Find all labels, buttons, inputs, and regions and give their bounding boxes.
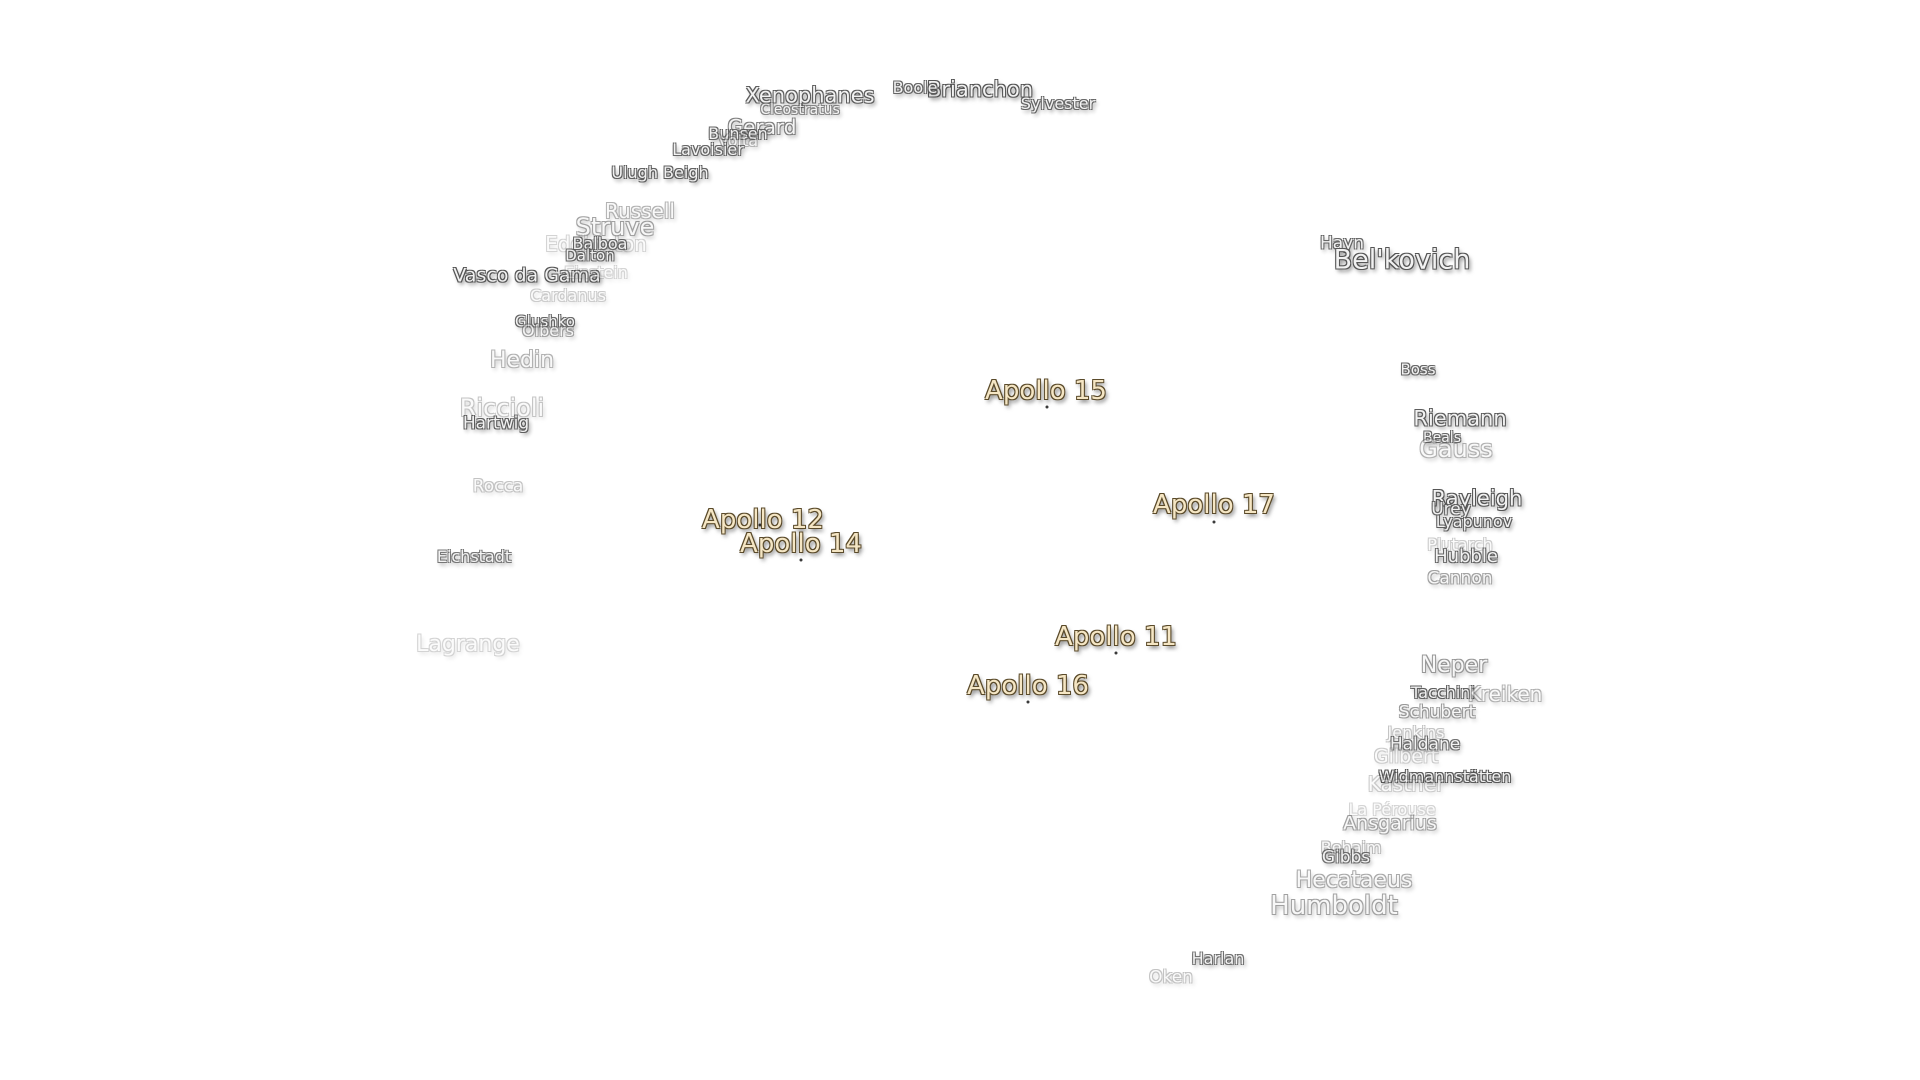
crater-label-la-perouse: La Pérouse [1348,800,1436,819]
crater-label-haldane: Haldane [1389,734,1461,755]
crater-label-rocca: Rocca [472,476,524,497]
crater-label-einstein: Einstein [564,263,628,282]
crater-label-neper: Neper [1420,653,1488,678]
apollo-14-label[interactable]: Apollo 14 [740,529,862,559]
crater-label-vasco-da-gama: Vasco da Gama [453,264,601,287]
crater-label-jenkins: Jenkins [1387,723,1445,742]
crater-label-hartwig: Hartwig [462,413,530,434]
crater-label-xenophanes: Xenophanes [745,83,875,108]
crater-label-brianchon: Brianchon [926,77,1034,102]
crater-label-hubble: Hubble [1434,546,1498,567]
crater-label-hayn: Hayn [1319,233,1365,254]
crater-label-boole: Boole [892,78,938,97]
apollo-15-site-marker[interactable] [1045,405,1049,409]
apollo-11-site-marker[interactable] [1114,651,1118,655]
crater-label-ulugh-beigh: Ulugh Beigh [611,163,709,182]
crater-label-boss: Boss [1400,360,1436,379]
crater-label-lagrange: Lagrange [416,632,520,657]
crater-label-riemann: Riemann [1413,406,1507,431]
crater-label-kastner: Kästner [1367,772,1445,796]
crater-label-beals: Beals [1423,430,1461,446]
crater-label-cannon: Cannon [1427,568,1493,589]
crater-label-plutarch: Plutarch [1427,535,1493,554]
crater-label-struve: Struve [575,213,655,241]
crater-label-kreiken: Kreiken [1467,682,1543,706]
crater-label-ansgarius: Ansgarius [1343,812,1437,835]
crater-label-gibbs: Gibbs [1321,847,1371,868]
crater-label-tacchini: Tacchini [1411,683,1475,702]
apollo-15-label[interactable]: Apollo 15 [985,376,1107,406]
crater-label-balboa: Balboa [572,234,628,253]
crater-label-widmannstatten: Widmannstätten [1378,767,1512,786]
apollo-14-site-marker[interactable] [799,558,803,562]
apollo-16-site-marker[interactable] [1026,700,1030,704]
apollo-11-label[interactable]: Apollo 11 [1055,622,1177,652]
crater-label-behaim: Behaim [1320,838,1382,857]
crater-label-schubert: Schubert [1398,702,1476,723]
crater-label-russell: Russell [605,199,675,223]
crater-label-hedin: Hedin [489,348,555,373]
crater-label-olbers: Olbers [522,321,574,340]
apollo-17-site-marker[interactable] [1212,520,1216,524]
crater-label-cardanus: Cardanus [530,286,606,305]
crater-label-belkovich: Bel'kovich [1333,244,1471,276]
crater-label-harlan: Harlan [1191,949,1245,968]
apollo-17-label[interactable]: Apollo 17 [1153,490,1275,520]
crater-label-hecataeus: Hecataeus [1295,868,1413,893]
crater-label-sylvester: Sylvester [1020,94,1096,113]
apollo-12-site-marker[interactable] [758,523,762,527]
crater-label-cleostratus: Cleostratus [760,102,840,118]
crater-label-gauss: Gauss [1419,435,1493,463]
apollo-12-label[interactable]: Apollo 12 [702,505,824,535]
crater-label-eddington: Eddington [545,232,647,256]
crater-label-gerard: Gerard [727,115,797,139]
crater-label-riccioli: Riccioli [459,394,545,422]
crater-label-lyapunov: Lyapunov [1435,512,1513,531]
crater-label-eichstadt: Eichstadt [436,547,512,566]
crater-label-glushko: Glushko [515,312,575,331]
crater-label-humboldt: Humboldt [1270,891,1398,921]
crater-label-urey: Urey [1431,499,1471,520]
crater-label-gilbert: Gilbert [1373,745,1439,768]
crater-label-dalton: Dalton [565,246,615,265]
crater-label-volta: Volta [717,131,759,150]
crater-label-lavoisier: Lavoisier [672,140,744,159]
crater-label-rayleigh: Rayleigh [1431,486,1523,511]
crater-label-oken: Oken [1149,967,1193,988]
crater-label-bunsen: Bunsen [708,124,768,143]
apollo-16-label[interactable]: Apollo 16 [967,671,1089,701]
